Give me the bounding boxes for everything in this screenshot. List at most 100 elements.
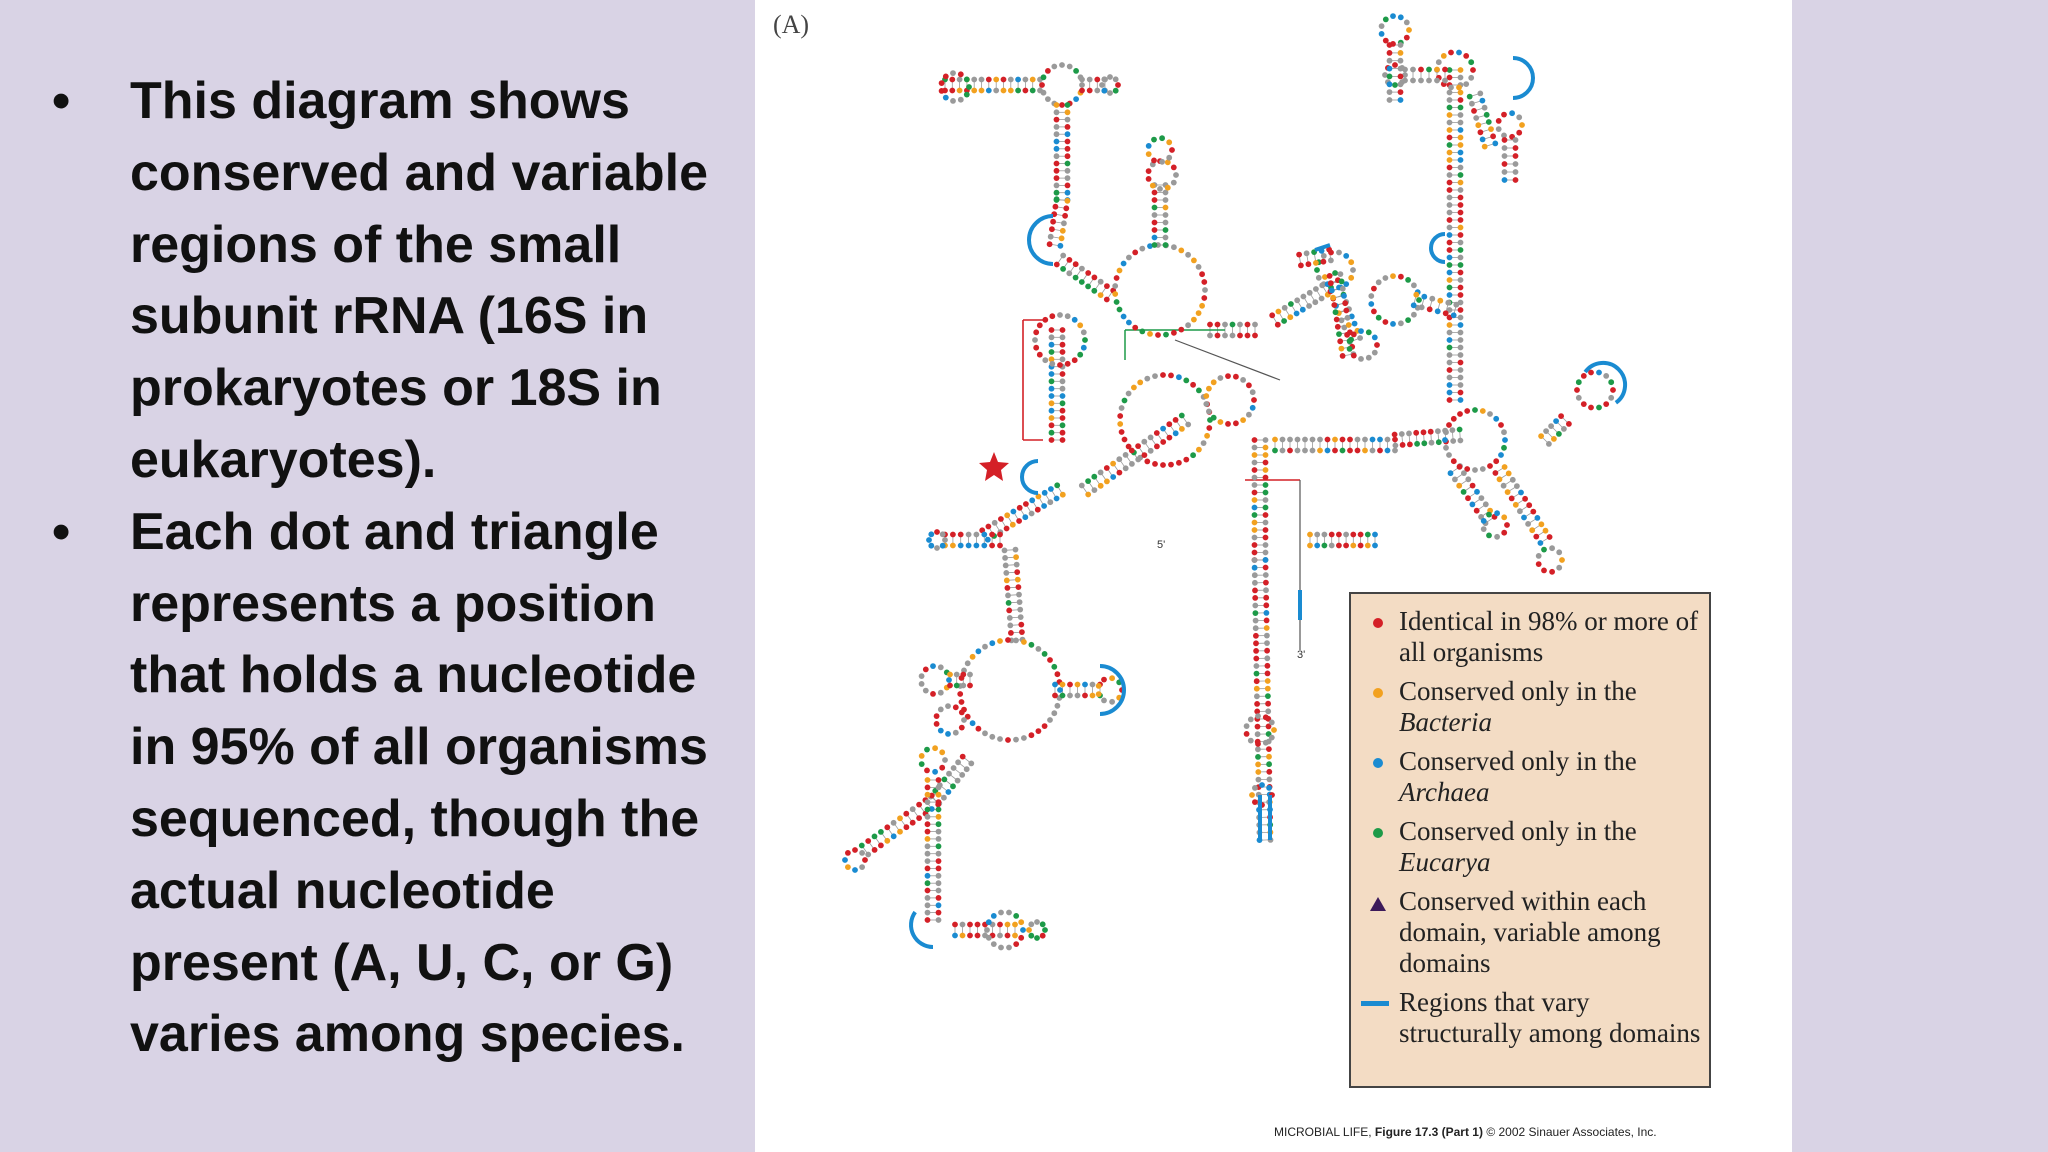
nucleotide-dot <box>1504 489 1511 495</box>
nucleotide-dot <box>1434 308 1441 315</box>
nucleotide-dot <box>1082 337 1088 343</box>
nucleotide-dot <box>1153 430 1160 436</box>
nucleotide-dot <box>1457 127 1464 133</box>
nucleotide-dot <box>845 864 851 870</box>
base-pair-line <box>1298 302 1302 308</box>
legend-text: Conserved only in the Archaea <box>1399 746 1637 807</box>
nucleotide-dot <box>1259 782 1265 788</box>
nucleotide-dot <box>981 542 988 549</box>
base-pair-line <box>1120 461 1125 467</box>
nucleotide-dot <box>1343 253 1350 259</box>
base-pair-line <box>1344 354 1352 356</box>
nucleotide-dot <box>1152 373 1158 379</box>
nucleotide-dot <box>1264 655 1271 662</box>
base-pair-line <box>1057 257 1063 263</box>
nucleotide-dot <box>1104 478 1110 485</box>
nucleotide-dot <box>1007 622 1014 629</box>
base-pair-line <box>1335 295 1342 298</box>
base-pair-line <box>1408 435 1411 442</box>
base-pair-line <box>888 829 893 835</box>
nucleotide-dot <box>1059 349 1066 355</box>
nucleotide-dot <box>1446 67 1453 73</box>
nucleotide-dot <box>1059 400 1066 407</box>
nucleotide-dot <box>1264 647 1270 654</box>
nucleotide-dot <box>1172 430 1179 437</box>
nucleotide-dot <box>1048 422 1055 429</box>
nucleotide-dot <box>935 843 942 850</box>
nucleotide-dot <box>997 736 1003 742</box>
nucleotide-dot <box>1275 308 1282 315</box>
nucleotide-dot <box>1494 510 1500 517</box>
nucleotide-dot <box>1003 577 1010 584</box>
nucleotide-dot <box>1251 572 1258 579</box>
base-pair-line <box>1306 255 1309 262</box>
nucleotide-dot <box>1050 218 1056 225</box>
nucleotide-dot <box>1120 313 1127 320</box>
nucleotide-dot <box>1064 313 1071 320</box>
nucleotide-dot <box>1171 244 1177 251</box>
nucleotide-dot <box>1048 415 1055 421</box>
nucleotide-dot <box>1392 436 1398 443</box>
nucleotide-dot <box>1442 310 1449 317</box>
nucleotide-dot <box>1147 331 1153 337</box>
nucleotide-dot <box>1262 452 1269 458</box>
nucleotide-dot <box>1306 303 1312 309</box>
nucleotide-dot <box>1203 401 1210 407</box>
nucleotide-dot <box>1053 495 1060 502</box>
nucleotide-dot <box>1059 429 1066 436</box>
nucleotide-dot <box>1029 76 1036 83</box>
nucleotide-dot <box>1464 408 1471 414</box>
nucleotide-dot <box>1048 349 1055 355</box>
nucleotide-dot <box>1005 737 1011 743</box>
nucleotide-dot <box>1145 176 1152 182</box>
nucleotide-dot <box>1168 461 1174 468</box>
nucleotide-dot <box>1164 184 1171 191</box>
base-pair-line <box>1056 214 1063 216</box>
bullet-item: •This diagram shows conserved and variab… <box>48 66 748 497</box>
nucleotide-dot <box>1048 334 1055 341</box>
nucleotide-dot <box>1095 683 1102 689</box>
nucleotide-dot <box>1054 482 1061 489</box>
nucleotide-dot <box>967 921 973 928</box>
nucleotide-dot <box>1512 137 1519 143</box>
nucleotide-dot <box>1059 62 1065 68</box>
nucleotide-dot <box>1529 527 1536 534</box>
nucleotide-dot <box>1549 545 1555 552</box>
base-pair-line <box>1484 136 1491 140</box>
nucleotide-dot <box>1493 415 1500 422</box>
nucleotide-dot <box>1492 140 1499 147</box>
nucleotide-dot <box>1542 527 1549 534</box>
base-pair-line <box>1452 432 1454 439</box>
nucleotide-dot <box>1020 927 1026 933</box>
nucleotide-dot <box>1185 421 1192 428</box>
nucleotide-dot <box>1450 312 1457 319</box>
nucleotide-dot <box>1131 384 1137 391</box>
nucleotide-dot <box>1446 209 1453 216</box>
nucleotide-dot <box>1052 681 1058 688</box>
nucleotide-dot <box>1435 439 1442 446</box>
nucleotide-dot <box>1538 521 1545 528</box>
nucleotide-dot <box>1064 109 1071 116</box>
nucleotide-dot <box>924 767 930 774</box>
nucleotide-dot <box>1398 273 1404 280</box>
nucleotide-dot <box>1053 124 1060 130</box>
nucleotide-dot <box>1426 306 1433 313</box>
nucleotide-dot <box>1116 456 1123 463</box>
nucleotide-dot <box>1048 327 1055 333</box>
nucleotide-dot <box>935 828 942 835</box>
nucleotide-dot <box>1357 531 1364 538</box>
nucleotide-dot <box>1254 693 1260 700</box>
nucleotide-dot <box>1398 320 1404 327</box>
nucleotide-dot <box>942 537 948 543</box>
nucleotide-dot <box>1559 557 1565 563</box>
nucleotide-dot <box>1357 335 1363 341</box>
nucleotide-dot <box>1021 735 1027 741</box>
nucleotide-dot <box>1457 329 1464 336</box>
nucleotide-dot <box>1324 447 1331 454</box>
nucleotide-dot <box>984 927 990 933</box>
nucleotide-dot <box>1354 436 1361 443</box>
nucleotide-dot <box>1016 591 1022 598</box>
nucleotide-dot <box>1446 164 1453 171</box>
nucleotide-dot <box>1251 482 1258 488</box>
nucleotide-dot <box>1446 322 1453 328</box>
